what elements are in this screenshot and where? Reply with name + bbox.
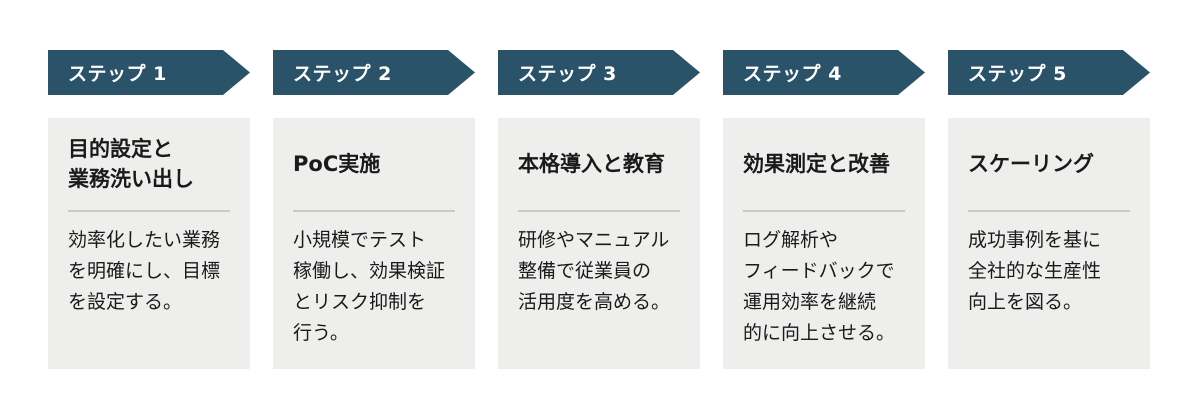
- step-card-5: スケーリング 成功事例を基に 全社的な生産性 向上を図る。: [948, 118, 1150, 369]
- step-column-5: ステップ 5 スケーリング 成功事例を基に 全社的な生産性 向上を図る。: [948, 50, 1150, 369]
- step-arrow-banner-2: ステップ 2: [273, 50, 475, 95]
- step-card-1: 目的設定と 業務洗い出し 効率化したい業務 を明確にし、目標 を設定する。: [48, 118, 250, 369]
- step-title-area: 効果測定と改善: [743, 118, 905, 210]
- step-label: ステップ 2: [293, 63, 392, 85]
- step-column-2: ステップ 2 PoC実施 小規模でテスト 稼働し、効果検証 とリスク抑制を 行う…: [273, 50, 475, 369]
- step-column-1: ステップ 1 目的設定と 業務洗い出し 効率化したい業務 を明確にし、目標 を設…: [48, 50, 250, 369]
- step-card-3: 本格導入と教育 研修やマニュアル 整備で従業員の 活用度を高める。: [498, 118, 700, 369]
- divider: [518, 210, 680, 212]
- step-description: 成功事例を基に 全社的な生産性 向上を図る。: [968, 229, 1102, 313]
- divider: [743, 210, 905, 212]
- step-label: ステップ 3: [518, 63, 617, 85]
- step-label: ステップ 1: [68, 63, 167, 85]
- divider: [293, 210, 455, 212]
- step-arrow-banner-1: ステップ 1: [48, 50, 250, 95]
- step-title-area: 本格導入と教育: [518, 118, 680, 210]
- step-column-4: ステップ 4 効果測定と改善 ログ解析や フィードバックで 運用効率を継続 的に…: [723, 50, 925, 369]
- step-title: 本格導入と教育: [518, 152, 665, 176]
- step-column-3: ステップ 3 本格導入と教育 研修やマニュアル 整備で従業員の 活用度を高める。: [498, 50, 700, 369]
- step-description: ログ解析や フィードバックで 運用効率を継続 的に向上させる。: [743, 229, 896, 344]
- step-title: 効果測定と改善: [743, 152, 890, 176]
- step-card-2: PoC実施 小規模でテスト 稼働し、効果検証 とリスク抑制を 行う。: [273, 118, 475, 369]
- step-title: 目的設定と 業務洗い出し: [68, 137, 194, 191]
- divider: [968, 210, 1130, 212]
- step-description: 効率化したい業務 を明確にし、目標 を設定する。: [68, 229, 221, 313]
- steps-row: ステップ 1 目的設定と 業務洗い出し 効率化したい業務 を明確にし、目標 を設…: [48, 50, 1150, 369]
- step-description: 研修やマニュアル 整備で従業員の 活用度を高める。: [518, 229, 671, 313]
- step-label: ステップ 5: [968, 63, 1067, 85]
- divider: [68, 210, 230, 212]
- step-arrow-banner-5: ステップ 5: [948, 50, 1150, 95]
- step-title-area: PoC実施: [293, 118, 455, 210]
- step-description: 小規模でテスト 稼働し、効果検証 とリスク抑制を 行う。: [293, 229, 446, 344]
- step-title: PoC実施: [293, 152, 381, 176]
- step-arrow-banner-4: ステップ 4: [723, 50, 925, 95]
- step-title-area: 目的設定と 業務洗い出し: [68, 118, 230, 210]
- step-title: スケーリング: [968, 152, 1094, 176]
- step-card-4: 効果測定と改善 ログ解析や フィードバックで 運用効率を継続 的に向上させる。: [723, 118, 925, 369]
- step-label: ステップ 4: [743, 63, 842, 85]
- step-title-area: スケーリング: [968, 118, 1130, 210]
- step-arrow-banner-3: ステップ 3: [498, 50, 700, 95]
